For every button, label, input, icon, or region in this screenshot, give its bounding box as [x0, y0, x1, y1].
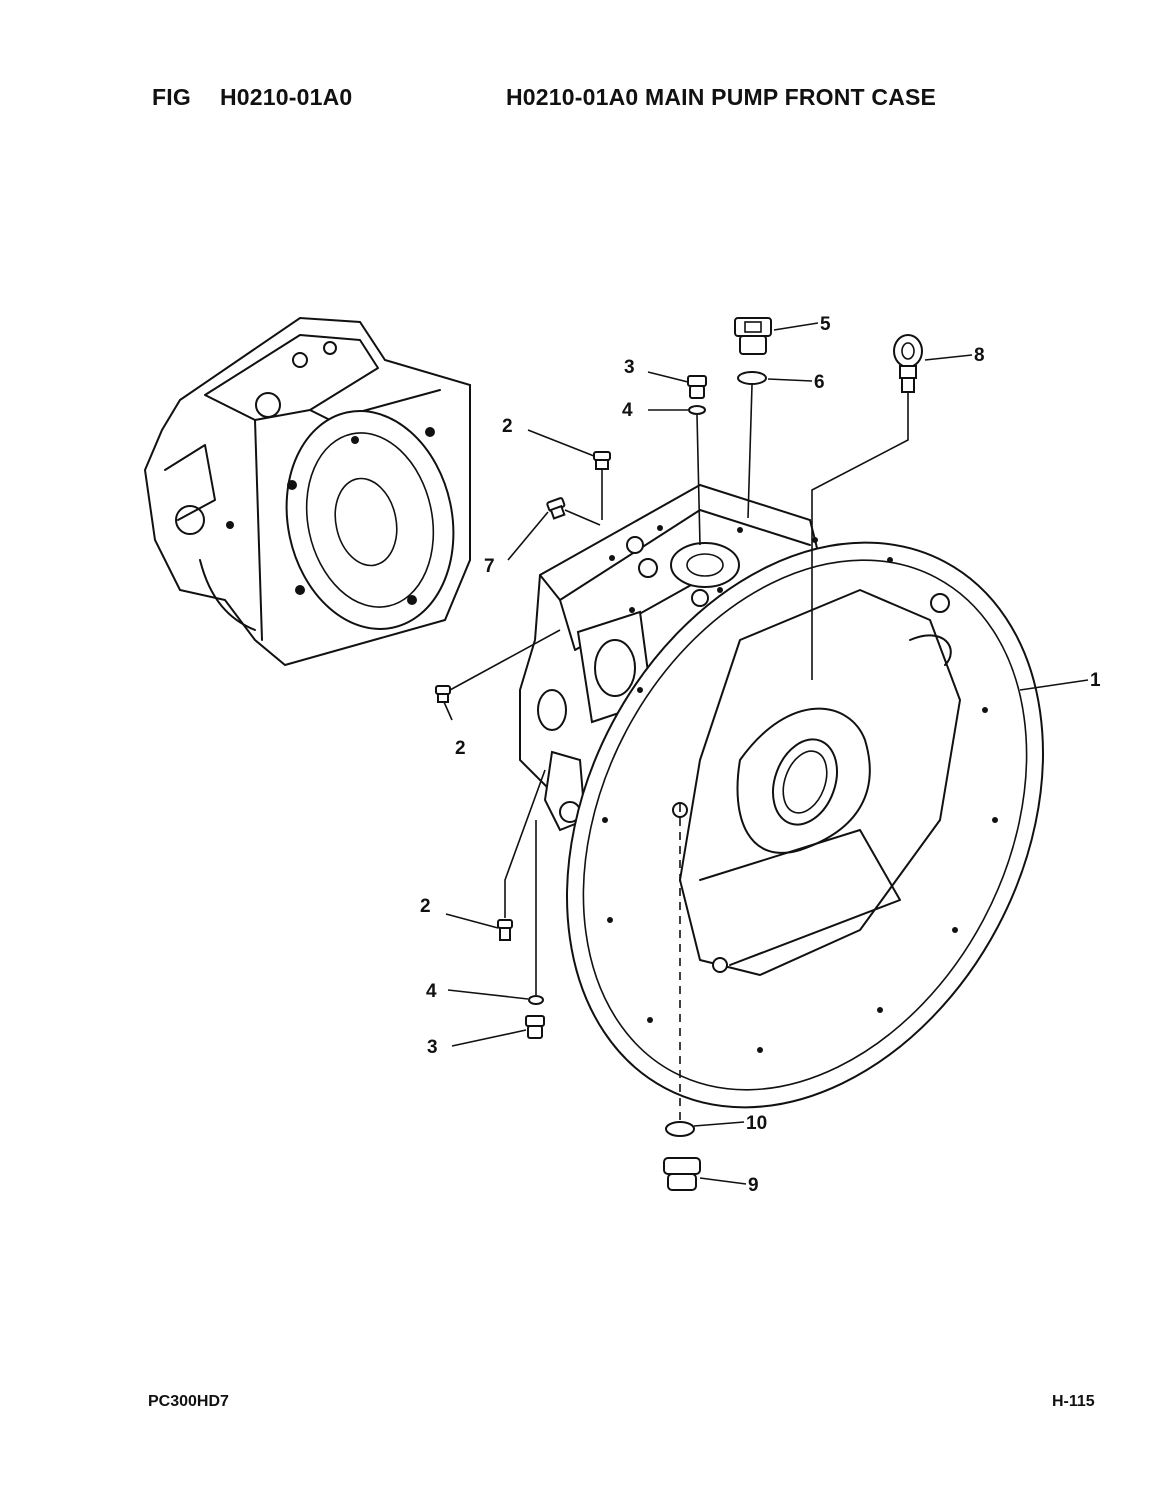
- page-number: H-115: [1052, 1393, 1095, 1410]
- o-ring-10: [665, 1121, 695, 1137]
- callout-5: 5: [820, 314, 831, 335]
- callout-2-upper: 2: [502, 416, 513, 437]
- plug-3-lower: [525, 1015, 545, 1039]
- callout-3-lower: 3: [427, 1037, 438, 1058]
- callout-7: 7: [484, 556, 495, 577]
- figure-label: FIG: [152, 84, 191, 110]
- callout-1: 1: [1090, 670, 1101, 691]
- callout-4-lower: 4: [426, 981, 437, 1002]
- assembly-guide-lines: [449, 384, 909, 1120]
- callout-3-top: 3: [624, 357, 635, 378]
- o-ring-4-lower: [528, 995, 544, 1005]
- figure-code: H0210-01A0: [220, 84, 353, 110]
- callout-9: 9: [748, 1175, 759, 1196]
- leader-lines: [443, 322, 1089, 1185]
- callout-2-left: 2: [455, 738, 466, 759]
- page-title: H0210-01A0 MAIN PUMP FRONT CASE: [506, 84, 937, 110]
- front-case-flange: [566, 537, 1044, 1109]
- plug-3-top: [687, 375, 707, 399]
- callout-4-top: 4: [622, 400, 633, 421]
- plug-2-left: [435, 685, 451, 703]
- callout-2-lower: 2: [420, 896, 431, 917]
- eye-bolt-8: [893, 334, 923, 393]
- plug-5: [734, 317, 772, 355]
- pump-assembly-reference-view: [143, 316, 471, 667]
- plug-2-upper: [593, 451, 611, 470]
- plug-2-lower: [497, 919, 513, 941]
- model-number: PC300HD7: [148, 1393, 229, 1410]
- callout-10: 10: [746, 1113, 767, 1134]
- callout-8: 8: [974, 345, 985, 366]
- o-ring-4-top: [688, 405, 706, 415]
- callout-6: 6: [814, 372, 825, 393]
- plug-7: [546, 497, 566, 520]
- o-ring-6: [737, 371, 767, 385]
- plug-9: [663, 1157, 701, 1191]
